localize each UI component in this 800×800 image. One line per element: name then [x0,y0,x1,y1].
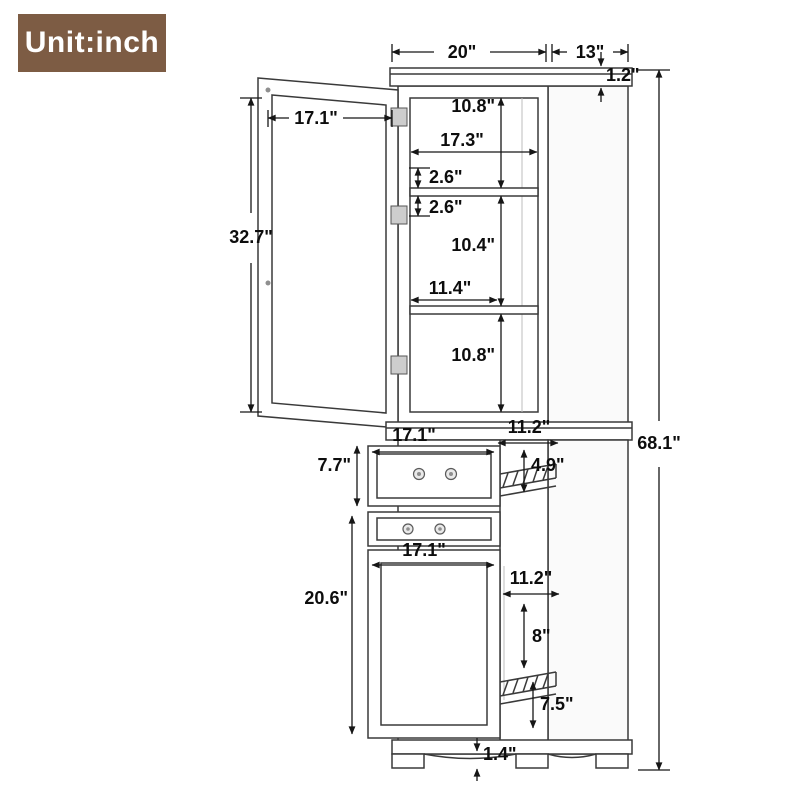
upper-side-panel [547,85,629,425]
door-screw-mid [265,280,271,286]
dim-shelf-gap-a: 2.6" [409,167,463,189]
dim-pullout-inner-height-label: 8" [532,626,551,646]
dim-interior-width: 17.3" [410,130,538,156]
dim-top-depth: 13" [551,42,629,62]
dim-pullout-front-height-label: 7.5" [540,694,574,714]
dim-top-width-label: 20" [448,42,477,62]
dimension-annotations: 20" 13" 1.2" 17.1" [229,42,681,781]
dim-lower-door-height: 20.6" [304,515,356,735]
second-knob-left-dot [406,527,410,531]
dim-upper-door-height-label: 32.7" [229,227,273,247]
dim-lower-section-height-label: 10.8" [451,345,495,365]
unit-label: Unit:inch [24,26,160,59]
dim-drawer-depth: 11.2" [497,417,559,447]
dim-upper-door-height: 32.7" [229,97,273,413]
shelf-2 [409,305,539,315]
dim-pullout-depth: 11.2" [502,568,560,598]
door-screw-top [265,87,271,93]
dim-pullout-depth-label: 11.2" [510,568,553,588]
dim-pullout-front-height: 7.5" [529,681,574,729]
dim-foot-height-label: 1.4" [483,744,517,764]
upper-door [257,77,399,429]
dim-overall-height: 68.1" [637,69,681,771]
hinge-middle [390,205,408,225]
dim-drawer-depth-label: 11.2" [508,417,551,437]
foot-side-right [595,753,629,769]
foot-front-left [391,753,425,769]
dim-top-thickness-label: 1.2" [606,65,640,85]
dim-overall-height-label: 68.1" [637,433,681,453]
drawer-knob-left-dot [417,472,421,476]
dim-drawer-width-label: 17.1" [392,425,436,445]
hinge-top [390,107,408,127]
dim-upper-section-height-label: 10.8" [451,96,495,116]
dim-top-depth-label: 13" [576,42,605,62]
dim-lower-door-height-label: 20.6" [304,588,348,608]
base-arch-side [547,753,597,759]
base-arch-front [423,753,517,760]
dim-top-width: 20" [391,42,547,62]
dim-lower-section-height: 10.8" [451,313,505,413]
dim-drawer-width: 17.1" [371,425,495,456]
dim-lower-door-width: 17.1" [371,540,495,569]
second-knob-right-dot [438,527,442,531]
foot-front-right [515,753,549,769]
lower-door [367,549,501,739]
second-front-inner-frame [376,517,492,541]
cabinet-structure [257,67,633,769]
dim-shelf-depth: 11.4" [410,278,498,304]
dim-shelf-gap-a-label: 2.6" [429,167,463,187]
dim-middle-section-height-label: 10.4" [451,235,495,255]
dim-drawer-inner-height-label: 4.9" [531,455,565,475]
upper-door-inner-frame [271,94,387,414]
dim-drawer-inner-height: 4.9" [520,449,565,493]
unit-badge: Unit:inch [18,14,166,72]
dim-pullout-inner-height: 8" [520,603,551,669]
dim-drawer-front-height: 7.7" [317,445,361,507]
top-board [389,67,633,87]
dim-interior-width-label: 17.3" [440,130,484,150]
dim-top-thickness: 1.2" [597,52,640,102]
drawer-front [367,445,501,507]
shelf-1 [409,187,539,197]
dim-foot-height: 1.4" [473,738,517,781]
dim-shelf-gap-b-label: 2.6" [429,197,463,217]
dim-upper-door-width: 17.1" [267,108,393,128]
hinge-bottom [390,355,408,375]
dim-middle-section-height: 10.4" [451,195,505,307]
dim-shelf-depth-label: 11.4" [429,278,472,298]
dim-shelf-gap-b: 2.6" [409,195,463,217]
pullout-glide-rails [499,671,557,705]
drawer-glide-rails [499,463,557,497]
dim-drawer-front-height-label: 7.7" [317,455,351,475]
dim-upper-section-height: 10.8" [451,96,505,189]
drawer-knob-right-dot [449,472,453,476]
dim-lower-door-width-label: 17.1" [402,540,446,560]
dim-upper-door-width-label: 17.1" [294,108,338,128]
